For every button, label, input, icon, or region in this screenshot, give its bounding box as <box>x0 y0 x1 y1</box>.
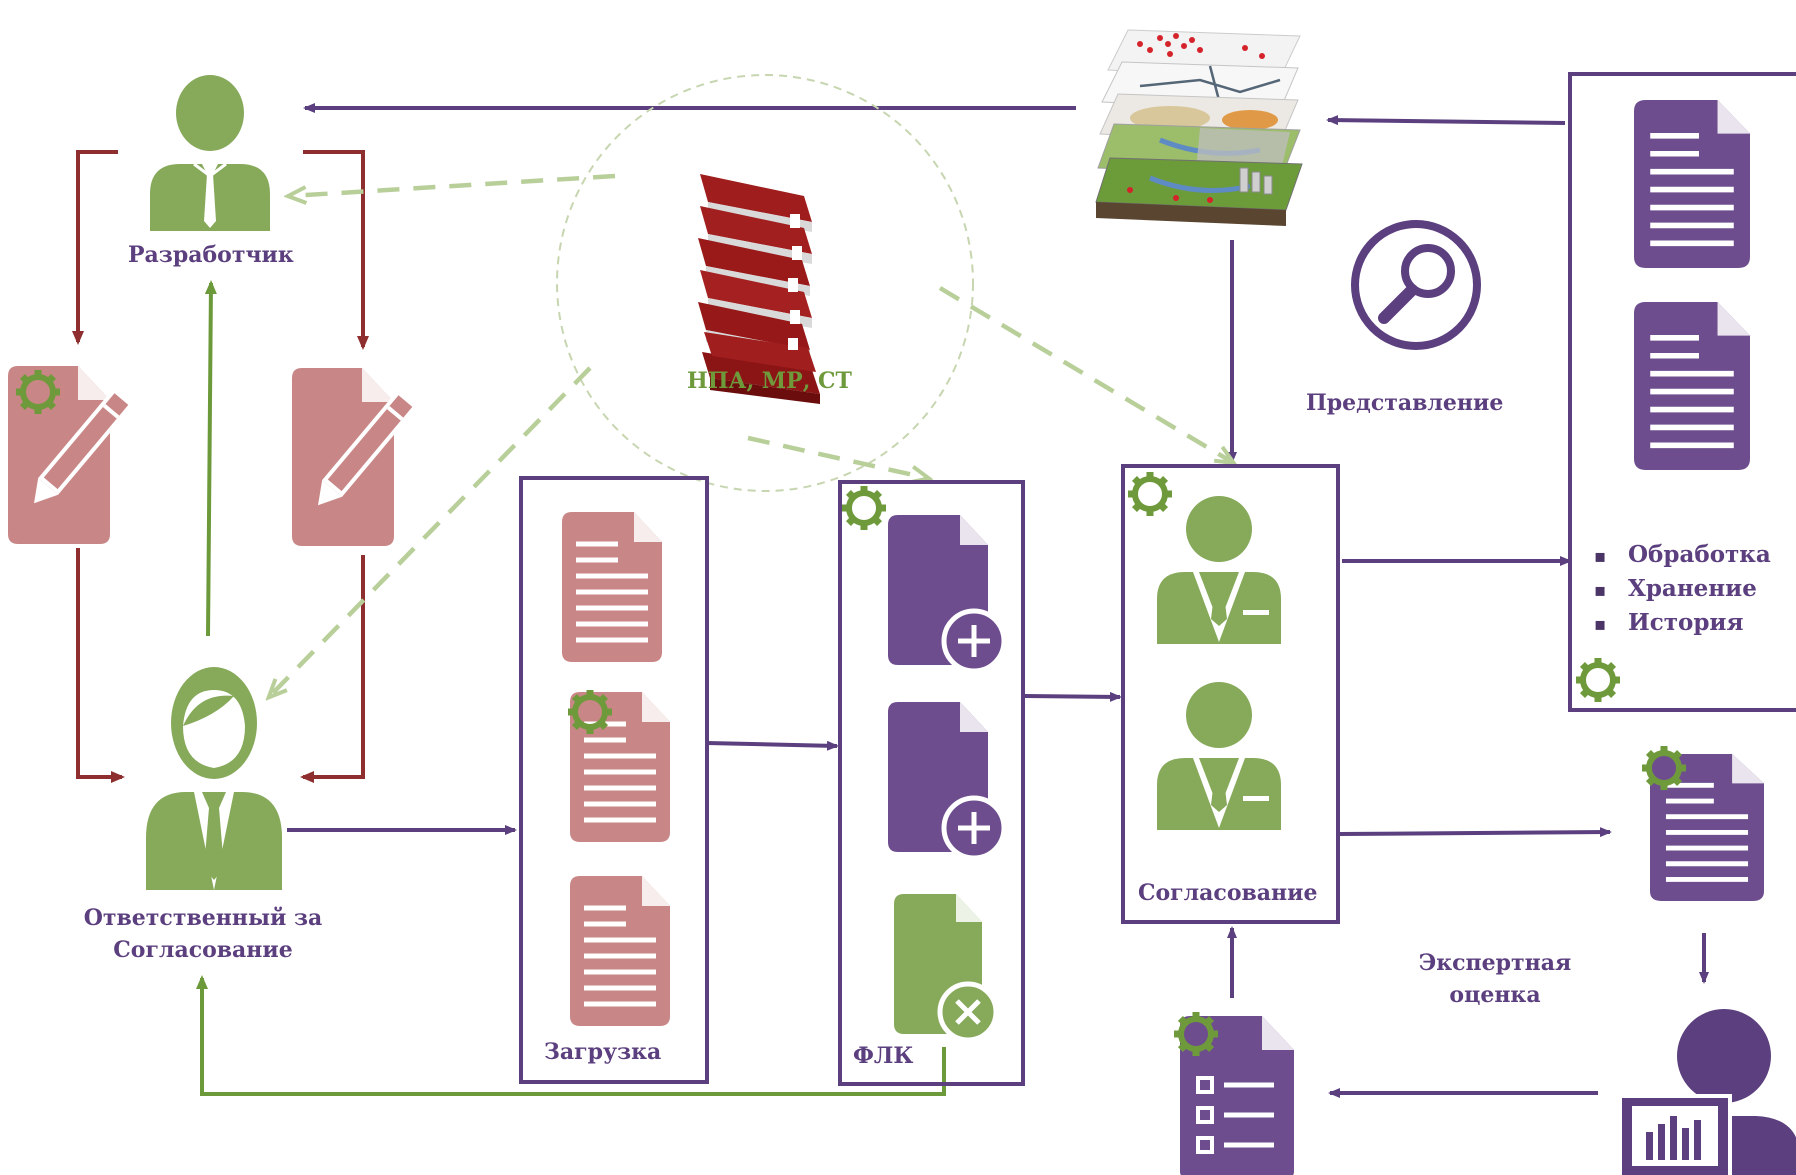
arrow-approval-to-expert-doc <box>1339 827 1612 838</box>
edit-document-right-icon <box>292 368 418 546</box>
flk-document-reject-icon <box>894 894 999 1043</box>
arrow-flk-to-responsible <box>196 975 946 1096</box>
upload-label: Загрузка <box>544 1039 662 1065</box>
dashed-arrow-to-flk <box>747 435 927 478</box>
expert-label-line2: оценка <box>1449 982 1541 1008</box>
developer-label: Разработчик <box>128 242 294 268</box>
approver-person-1-icon <box>1157 496 1281 644</box>
arrow-responsible-to-developer <box>204 280 217 637</box>
responsible-person-icon <box>146 667 282 890</box>
flk-document-add-1-icon <box>888 515 1007 674</box>
npa-dashed-circle <box>556 74 974 492</box>
storage-features-list: Обработка Хранение История <box>1594 539 1771 641</box>
expert-evaluation-label: Экспертная оценка <box>1400 947 1590 1011</box>
storage-document-1-icon <box>1634 100 1750 268</box>
flk-label: ФЛК <box>853 1043 914 1069</box>
upload-document-1-icon <box>562 512 662 662</box>
storage-box <box>1568 72 1796 712</box>
arrow-storage-to-map <box>1326 115 1566 126</box>
responsible-label-line2: Согласование <box>113 937 293 963</box>
dashed-arrow-to-responsible <box>270 366 592 696</box>
checklist-document-icon <box>1180 1016 1294 1175</box>
expert-label-line1: Экспертная <box>1418 950 1572 976</box>
map-layers-icon <box>1095 29 1303 226</box>
binders-stack-icon <box>698 174 820 404</box>
approval-label: Согласование <box>1138 880 1318 906</box>
flk-box <box>838 480 1025 1086</box>
arrow-dev-to-edit-left <box>72 150 118 345</box>
expert-at-computer-icon <box>1618 1009 1796 1175</box>
gear-icon <box>1576 658 1620 702</box>
list-item: История <box>1594 607 1771 641</box>
developer-person-icon <box>148 73 272 233</box>
gear-icon <box>842 486 886 530</box>
representation-label: Представление <box>1306 390 1504 416</box>
upload-document-3-icon <box>570 876 670 1026</box>
responsible-label-line1: Ответственный за <box>83 905 323 931</box>
arrow-flk-to-approval <box>1024 691 1122 702</box>
arrow-edit-left-to-responsible <box>76 548 125 783</box>
dashed-arrow-to-developer <box>290 173 616 196</box>
list-item: Обработка <box>1594 539 1771 573</box>
dashed-arrow-to-approval <box>938 286 1232 462</box>
magnifier-icon <box>1351 220 1481 350</box>
approval-box <box>1121 464 1340 924</box>
approver-person-2-icon <box>1157 682 1281 830</box>
arrow-upload-to-flk <box>706 740 839 751</box>
list-item: Хранение <box>1594 573 1771 607</box>
gear-icon <box>1128 472 1172 516</box>
flk-document-add-2-icon <box>888 702 1007 861</box>
upload-document-2-icon <box>570 692 670 842</box>
upload-box <box>519 476 709 1084</box>
arrow-edit-right-to-responsible <box>300 555 365 783</box>
storage-document-2-icon <box>1634 302 1750 470</box>
npa-label: НПА, МР, СТ <box>687 368 852 394</box>
arrow-dev-to-edit-right <box>303 150 369 350</box>
edit-document-left-icon <box>8 366 134 544</box>
expert-document-icon <box>1650 754 1764 901</box>
responsible-label: Ответственный за Согласование <box>58 902 348 966</box>
